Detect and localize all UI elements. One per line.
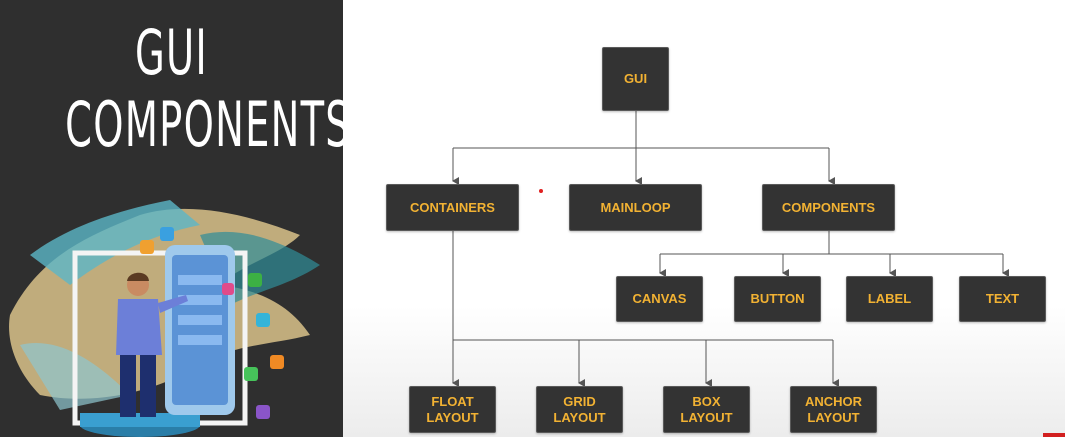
node-components: COMPONENTS: [762, 184, 895, 231]
node-box-layout: BOX LAYOUT: [663, 386, 750, 433]
person-at-phone-illustration: [9, 200, 320, 437]
node-gui: GUI: [602, 47, 669, 111]
title-line-1: GUI: [135, 16, 208, 89]
node-label: LABEL: [846, 276, 933, 322]
node-canvas: CANVAS: [616, 276, 703, 322]
cursor-dot: [539, 189, 543, 193]
node-text: TEXT: [959, 276, 1046, 322]
progress-indicator: [1043, 433, 1065, 437]
title-panel: GUI COMPONENTS: [0, 0, 343, 437]
node-containers: CONTAINERS: [386, 184, 519, 231]
node-button: BUTTON: [734, 276, 821, 322]
node-float-layout: FLOAT LAYOUT: [409, 386, 496, 433]
node-anchor-layout: ANCHOR LAYOUT: [790, 386, 877, 433]
node-mainloop: MAINLOOP: [569, 184, 702, 231]
node-grid-layout: GRID LAYOUT: [536, 386, 623, 433]
